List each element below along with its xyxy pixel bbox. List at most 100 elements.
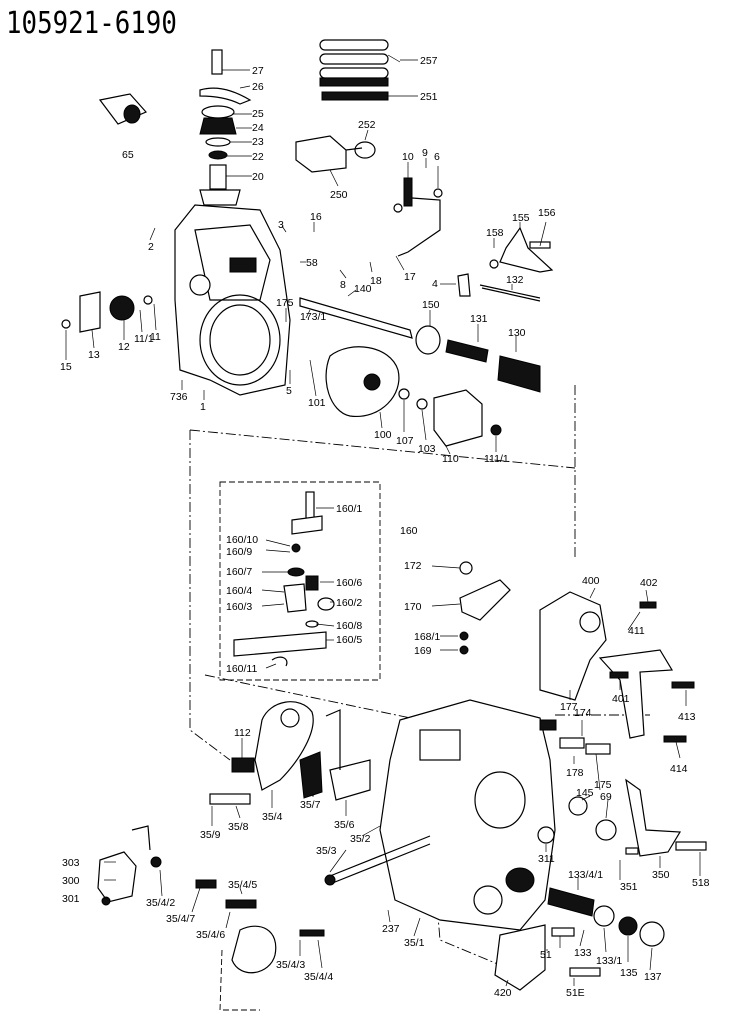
label-250: 250 xyxy=(330,189,348,201)
label-137: 137 xyxy=(644,971,662,983)
label-35-9: 35/9 xyxy=(200,829,221,841)
label-160-8: 160/8 xyxy=(336,620,362,632)
label-35-4-4: 35/4/4 xyxy=(304,971,333,983)
label-160-3: 160/3 xyxy=(226,601,252,613)
label-257: 257 xyxy=(420,55,438,67)
label-35-8: 35/8 xyxy=(228,821,249,833)
label-160-6: 160/6 xyxy=(336,577,362,589)
label-15: 15 xyxy=(60,361,72,373)
label-35-4-6: 35/4/6 xyxy=(196,929,225,941)
label-22: 22 xyxy=(252,151,264,163)
label-51E: 51E xyxy=(566,987,585,999)
label-156: 156 xyxy=(538,207,556,219)
label-411: 411 xyxy=(628,625,645,637)
part-labels: 27 26 25 24 23 22 20 65 257 251 252 250 … xyxy=(60,55,710,999)
label-133-1: 133/1 xyxy=(596,955,622,967)
label-300: 300 xyxy=(62,875,80,887)
label-303: 303 xyxy=(62,857,80,869)
label-9: 9 xyxy=(422,147,428,159)
label-35-4-7: 35/4/7 xyxy=(166,913,195,925)
part-110-plunger xyxy=(416,389,502,447)
label-160-5: 160/5 xyxy=(336,634,362,646)
label-25: 25 xyxy=(252,108,264,120)
label-168-1: 168/1 xyxy=(414,631,440,643)
label-350: 350 xyxy=(652,869,670,881)
label-17: 17 xyxy=(404,271,416,283)
label-174: 174 xyxy=(574,707,592,719)
label-2: 2 xyxy=(148,241,154,253)
label-111-1: 111/1 xyxy=(484,453,509,465)
label-35-6: 35/6 xyxy=(334,819,355,831)
diagram-title: 105921-6190 xyxy=(6,6,177,41)
label-413: 413 xyxy=(678,711,696,723)
label-420: 420 xyxy=(494,987,512,999)
label-35-4-5: 35/4/5 xyxy=(228,879,257,891)
label-160-7: 160/7 xyxy=(226,566,252,578)
part-35-levers xyxy=(209,701,431,886)
lower-housing xyxy=(379,699,557,991)
label-3: 3 xyxy=(278,219,284,231)
label-103: 103 xyxy=(418,443,436,455)
part-130-131-150 xyxy=(415,325,541,393)
part-100-rotor xyxy=(325,346,410,417)
label-172: 172 xyxy=(404,560,422,572)
label-170: 170 xyxy=(404,601,422,613)
label-5: 5 xyxy=(286,385,292,397)
label-155: 155 xyxy=(512,212,530,224)
label-133-4-1: 133/4/1 xyxy=(568,869,603,881)
label-12: 12 xyxy=(118,341,130,353)
part-160-governor xyxy=(233,491,335,667)
label-158: 158 xyxy=(486,227,504,239)
label-177: 177 xyxy=(560,701,578,713)
label-401: 401 xyxy=(612,693,630,705)
label-24: 24 xyxy=(252,122,264,134)
label-150: 150 xyxy=(422,299,440,311)
delivery-valve-stack xyxy=(199,49,252,206)
part-400-bracket xyxy=(539,591,695,743)
part-170-lever xyxy=(459,561,511,655)
label-51: 51 xyxy=(540,949,552,961)
label-18: 18 xyxy=(370,275,382,287)
label-8: 8 xyxy=(340,279,346,291)
label-10: 10 xyxy=(402,151,414,163)
label-175: 175 xyxy=(276,297,294,309)
part-4-132 xyxy=(457,273,541,302)
label-311: 311 xyxy=(538,853,555,865)
label-35-7: 35/7 xyxy=(300,799,321,811)
label-11: 11 xyxy=(150,331,161,343)
label-11-1: 11/1 xyxy=(134,333,154,345)
label-145: 145 xyxy=(576,787,594,799)
label-13: 13 xyxy=(88,349,100,361)
label-132: 132 xyxy=(506,274,524,286)
label-27: 27 xyxy=(252,65,264,77)
label-110: 110 xyxy=(442,453,459,465)
label-133: 133 xyxy=(574,947,592,959)
label-252: 252 xyxy=(358,119,376,131)
label-65: 65 xyxy=(122,149,134,161)
leader-lines xyxy=(65,59,701,987)
part-257-251 xyxy=(319,39,401,101)
label-736: 736 xyxy=(170,391,188,403)
label-35-4-3: 35/4/3 xyxy=(276,959,305,971)
part-133-135-137 xyxy=(537,737,707,977)
label-58: 58 xyxy=(306,257,318,269)
label-101: 101 xyxy=(308,397,326,409)
part-9-10-6 xyxy=(393,177,443,257)
label-351: 351 xyxy=(620,881,638,893)
label-175b: 175 xyxy=(594,779,612,791)
label-131: 131 xyxy=(470,313,488,325)
label-26: 26 xyxy=(252,81,264,93)
label-160-2: 160/2 xyxy=(336,597,362,609)
label-35-3: 35/3 xyxy=(316,845,337,857)
label-1: 1 xyxy=(200,401,206,413)
part-12-13-15 xyxy=(61,291,153,333)
label-35-4-2: 35/4/2 xyxy=(146,897,175,909)
label-20: 20 xyxy=(252,171,264,183)
part-250-bracket xyxy=(295,135,376,173)
label-160-11: 160/11 xyxy=(226,663,257,675)
part-140-shaft xyxy=(299,297,413,339)
label-16: 16 xyxy=(310,211,322,223)
part-65 xyxy=(98,93,148,125)
label-160-10: 160/10 xyxy=(226,534,258,546)
